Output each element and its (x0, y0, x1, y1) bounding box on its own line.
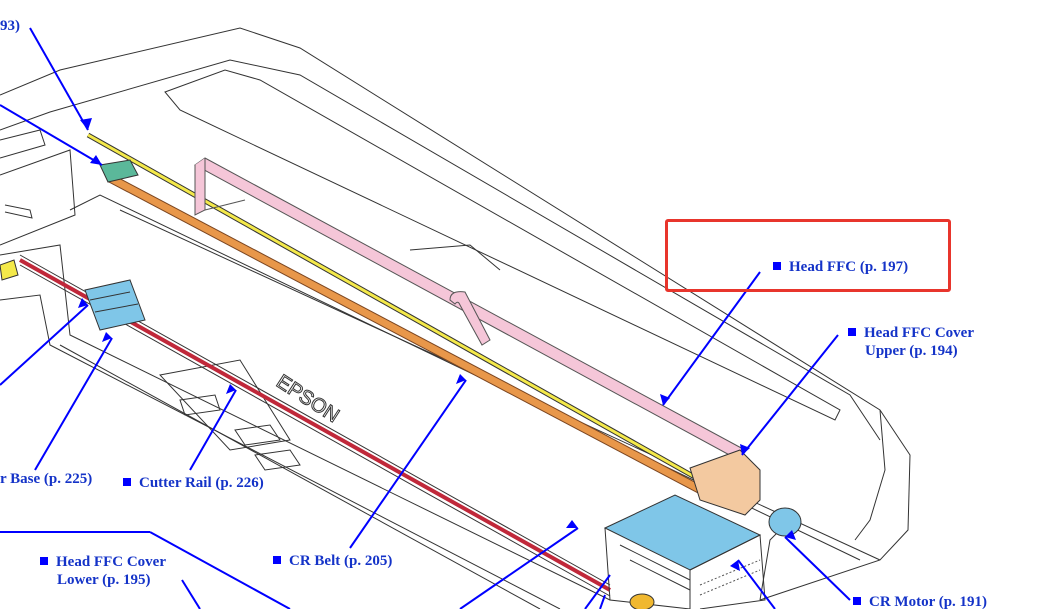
callout-head-ffc-cover-upper[interactable]: Head FFC Cover Upper (p. 194) (848, 324, 974, 360)
callout-label: Head FFC (p. 197) (789, 259, 909, 275)
callout-label-line2: Lower (p. 195) (57, 572, 151, 588)
callout-top-left-fragment[interactable]: 93) (0, 17, 20, 35)
callout-label: Cutter Rail (p. 226) (139, 475, 264, 491)
callout-label: 93) (0, 18, 20, 34)
callout-cr-motor[interactable]: CR Motor (p. 191) (853, 593, 987, 609)
callout-label: CR Motor (p. 191) (869, 594, 988, 609)
green-bracket-part (99, 159, 139, 183)
yellow-rail-part (87, 133, 701, 482)
leader-lines (0, 27, 851, 609)
callout-base-fragment[interactable]: r Base (p. 225) (0, 470, 92, 488)
callout-label: CR Belt (p. 205) (289, 553, 393, 569)
leader-arrowheads (78, 118, 796, 571)
callout-label-line1: Head FFC Cover (56, 554, 166, 570)
square-bullet-icon (40, 557, 48, 565)
callout-label-line1: Head FFC Cover (864, 325, 974, 341)
square-bullet-icon (123, 478, 131, 486)
cr-belt-part (108, 174, 722, 504)
ffc-cover-upper-part (689, 449, 761, 516)
square-bullet-icon (853, 597, 861, 605)
callout-label-line2: Upper (p. 194) (865, 343, 958, 359)
square-bullet-icon (273, 556, 281, 564)
square-bullet-icon (773, 262, 781, 270)
square-bullet-icon (848, 328, 856, 336)
callout-cutter-rail[interactable]: Cutter Rail (p. 226) (123, 474, 264, 492)
cr-motor-part (768, 507, 802, 537)
head-ffc-cable (194, 157, 746, 459)
callout-head-ffc-cover-lower[interactable]: Head FFC Cover Lower (p. 195) (40, 553, 166, 589)
callout-head-ffc[interactable]: Head FFC (p. 197) (773, 258, 908, 276)
highlight-box (665, 219, 951, 292)
callout-label: r Base (p. 225) (0, 471, 93, 487)
callout-cr-belt[interactable]: CR Belt (p. 205) (273, 552, 392, 570)
cutter-carriage-part (84, 279, 146, 331)
